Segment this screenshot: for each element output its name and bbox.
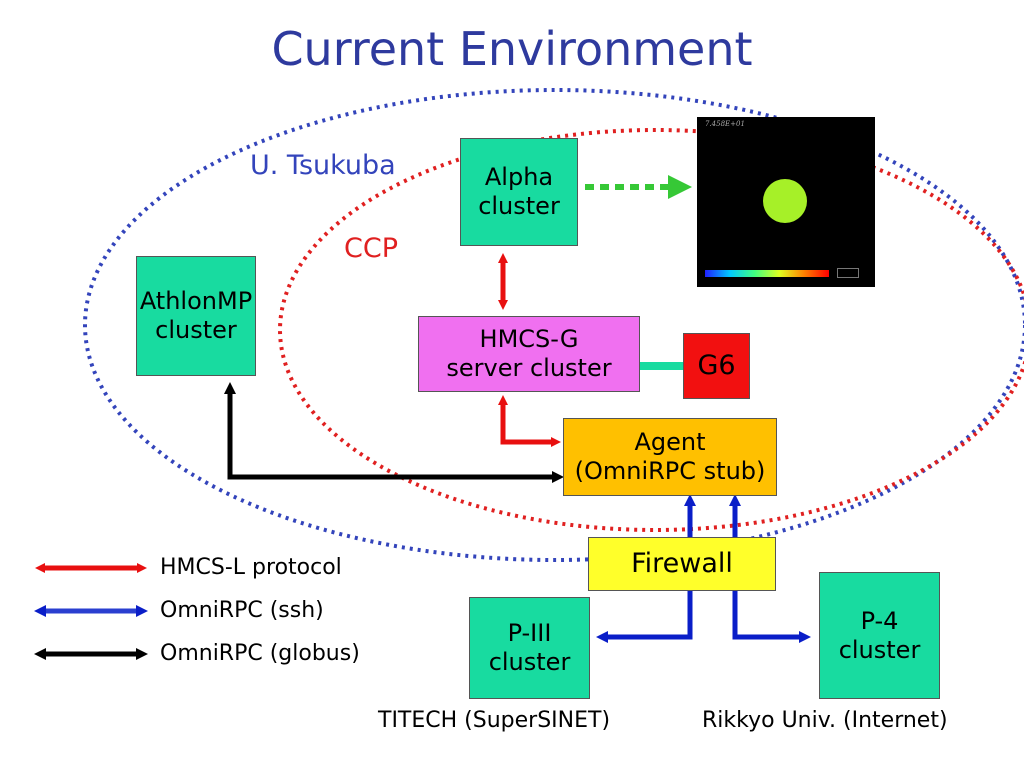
g6-node: G6 (683, 333, 750, 399)
agent-label: Agent (OmniRPC stub) (574, 428, 766, 485)
legend-label-globus: OmniRPC (globus) (160, 641, 360, 666)
tsukuba-region-label: U. Tsukuba (250, 150, 396, 181)
simulation-visualization: 7.458E+01 (697, 117, 875, 287)
alpha-cluster-node: Alpha cluster (460, 138, 578, 246)
tsukuba-region (83, 88, 1024, 562)
firewall-node: Firewall (588, 537, 776, 591)
firewall-label: Firewall (631, 547, 733, 579)
g6-label: G6 (697, 349, 736, 381)
athlonmp-cluster-node: AthlonMP cluster (136, 256, 256, 376)
titech-site-label: TITECH (SuperSINET) (378, 708, 611, 733)
simulation-blob (763, 179, 807, 223)
p4-cluster-label: P-4 cluster (838, 606, 921, 664)
athlon-agent-link (224, 382, 564, 483)
page-title: Current Environment (271, 22, 753, 76)
hmcs-g-server-node: HMCS-G server cluster (418, 316, 640, 392)
p3-cluster-node: P-III cluster (469, 597, 590, 699)
legend-label-ssh: OmniRPC (ssh) (160, 598, 324, 623)
alpha-cluster-label: Alpha cluster (478, 163, 560, 220)
rikkyo-site-label: Rikkyo Univ. (Internet) (702, 708, 948, 733)
hmcs-agent-link (498, 395, 561, 447)
alpha-viz-arrowhead (668, 175, 692, 199)
scale-indicator (837, 268, 859, 278)
color-scale-bar (705, 270, 829, 277)
legend-label-hmcs-l: HMCS-L protocol (160, 555, 342, 580)
ccp-region (278, 128, 1024, 532)
visualization-timestamp: 7.458E+01 (705, 120, 745, 128)
agent-node: Agent (OmniRPC stub) (563, 418, 777, 496)
ccp-region-label: CCP (344, 233, 398, 264)
p4-cluster-node: P-4 cluster (819, 572, 940, 699)
athlonmp-cluster-label: AthlonMP cluster (139, 287, 253, 344)
p3-cluster-label: P-III cluster (488, 619, 571, 676)
hmcs-g-server-label: HMCS-G server cluster (446, 325, 612, 382)
